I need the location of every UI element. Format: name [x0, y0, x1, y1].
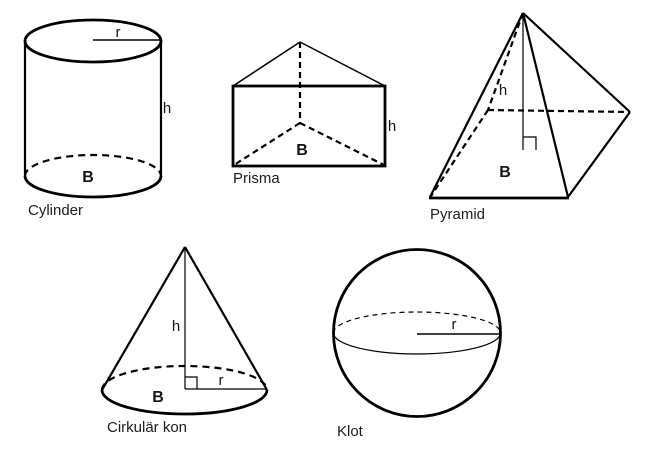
pyramid-caption: Pyramid — [430, 206, 485, 223]
kon-height-label: h — [172, 318, 180, 335]
cylinder-bottom-ellipse-back — [23, 153, 163, 177]
pyramid-front-right-edge — [521, 12, 570, 198]
kon-radius-label: r — [219, 372, 224, 389]
prisma-roof-right-edge — [299, 41, 386, 87]
pyramid-hidden-left-base-edge — [430, 109, 489, 197]
pyramid-front-left-edge — [429, 12, 524, 198]
cylinder-base-label: B — [82, 169, 94, 186]
klot-caption: Klot — [337, 423, 364, 440]
klot-equator-front — [332, 332, 502, 355]
kon-caption: Cirkulär kon — [107, 419, 187, 436]
kon-right-slant — [184, 246, 268, 391]
kon-left-slant — [101, 246, 186, 391]
prisma-roof-left-edge — [232, 41, 301, 87]
kon-base-ellipse-front — [100, 389, 269, 416]
pyramid-right-back-edge — [522, 12, 631, 113]
prisma-height-label: h — [388, 118, 396, 135]
prisma-figure: h B Prisma — [231, 41, 396, 187]
pyramid-height-label: h — [499, 82, 507, 99]
klot-outline — [332, 248, 502, 418]
kon-base-label: B — [152, 389, 164, 406]
cylinder-height-label: h — [163, 100, 171, 117]
cylinder-figure: r h B Cylinder — [23, 18, 171, 219]
prisma-hidden-left-edge — [233, 122, 301, 166]
prisma-hidden-right-edge — [299, 122, 385, 166]
cylinder-caption: Cylinder — [28, 202, 83, 219]
prisma-base-label: B — [296, 142, 308, 159]
klot-radius-label: r — [452, 316, 457, 333]
pyramid-right-angle-mark — [523, 136, 537, 150]
cylinder-top-ellipse — [23, 18, 163, 64]
kon-right-angle-mark — [185, 376, 198, 389]
prisma-front-face — [231, 84, 387, 168]
pyramid-hidden-base-diagonal — [487, 108, 631, 114]
pyramid-hidden-back-edge — [486, 12, 525, 111]
pyramid-right-base-edge — [567, 111, 631, 198]
klot-figure: r Klot — [332, 248, 502, 440]
cylinder-radius-label: r — [116, 24, 121, 41]
pyramid-base-label: B — [499, 164, 511, 181]
prisma-caption: Prisma — [233, 170, 280, 187]
pyramid-figure: h B Pyramid — [429, 12, 631, 223]
klot-equator-back — [332, 311, 502, 334]
kon-figure: h r B Cirkulär kon — [100, 246, 269, 436]
cylinder-bottom-ellipse-front — [23, 175, 163, 199]
